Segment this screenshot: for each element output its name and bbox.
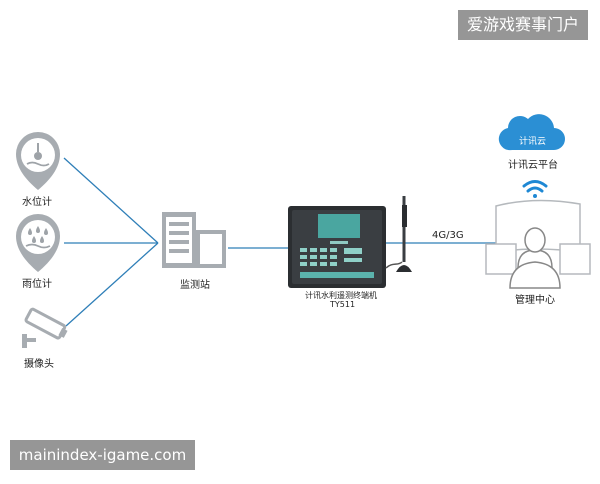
cloud-platform-label: 计讯云平台 [508, 160, 558, 171]
terminal-name-label: 计讯水利遥测终端机 [305, 291, 377, 300]
camera-label: 摄像头 [24, 359, 54, 370]
line-water-to-station [63, 157, 159, 244]
camera-icon [22, 307, 68, 348]
watermark-bottom-left: mainindex-igame.com [10, 440, 195, 470]
water-level-meter-icon [16, 132, 60, 190]
rain-gauge-label: 雨位计 [22, 279, 52, 290]
network-link-label: 4G/3G [432, 230, 464, 241]
connection-lines [63, 157, 496, 327]
rain-gauge-icon [16, 214, 60, 272]
management-center-label: 管理中心 [515, 295, 555, 306]
line-camera-to-station [65, 242, 159, 327]
watermark-top-right: 爱游戏赛事门户 [458, 10, 588, 40]
terminal-model-label: TY511 [330, 300, 356, 309]
management-center-icon [485, 199, 591, 289]
telemetry-terminal-device [288, 196, 412, 288]
wifi-icon [522, 180, 548, 198]
cloud-icon [498, 114, 565, 151]
water-level-meter-label: 水位计 [22, 197, 52, 208]
monitoring-station-label: 监测站 [180, 280, 210, 291]
cloud-badge-label: 计讯云 [519, 137, 547, 147]
monitoring-station-icon [162, 212, 226, 268]
